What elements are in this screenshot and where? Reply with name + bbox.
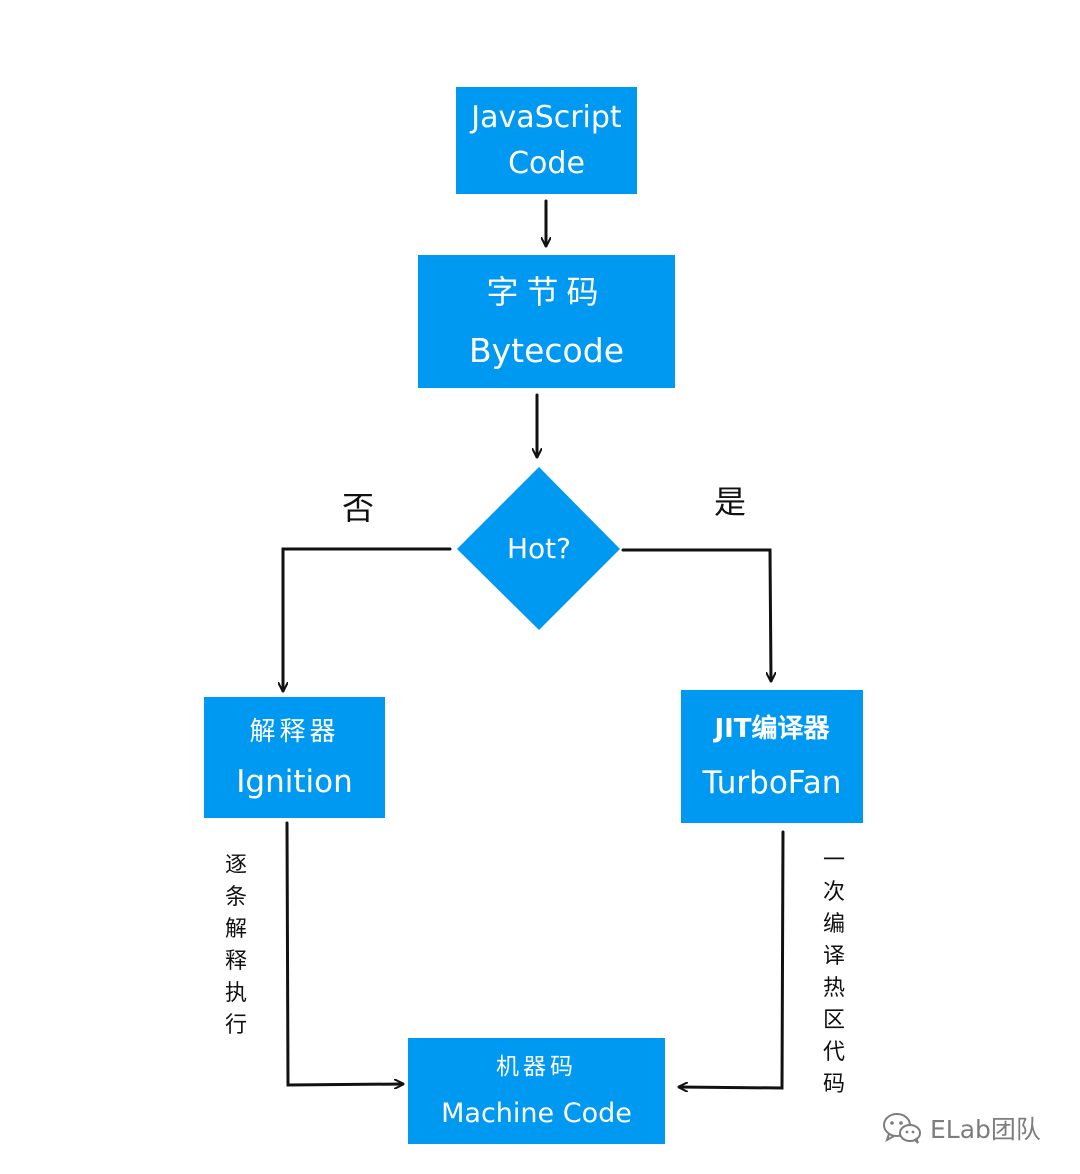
- jit-compiler-zh-label: JIT编译器: [714, 713, 830, 744]
- right-annotation: 一次编译热区代码: [822, 848, 845, 1097]
- left-annotation: 逐条解释执行: [224, 853, 247, 1038]
- machine-code-en-label: Machine Code: [441, 1098, 632, 1129]
- bytecode-zh-label: 字节码: [486, 272, 607, 311]
- bytecode-node: 字节码 Bytecode: [418, 255, 675, 388]
- javascript-code-line1: JavaScript: [471, 99, 622, 135]
- arrow-interpreter-to-machine-code: [285, 821, 405, 1085]
- interpreter-node: 解释器 Ignition: [204, 697, 385, 818]
- decision-label: Hot?: [506, 532, 572, 565]
- yes-branch-label: 是: [714, 483, 747, 521]
- javascript-code-line2: Code: [508, 145, 585, 181]
- bytecode-en-label: Bytecode: [469, 330, 624, 370]
- wechat-icon: [883, 1113, 921, 1144]
- arrow-yes-to-jit: [621, 548, 771, 683]
- machine-code-node: 机器码 Machine Code: [408, 1038, 665, 1144]
- jit-compiler-node: JIT编译器 TurboFan: [681, 690, 863, 823]
- arrow-jit-to-machine-code: [677, 830, 785, 1088]
- interpreter-zh-label: 解释器: [249, 716, 340, 747]
- no-branch-label: 否: [342, 489, 375, 527]
- machine-code-zh-label: 机器码: [496, 1054, 577, 1080]
- javascript-code-node: JavaScript Code: [456, 87, 637, 194]
- interpreter-en-label: Ignition: [236, 763, 353, 800]
- watermark-text: ELab团队: [930, 1115, 1041, 1144]
- arrow-no-to-interpreter: [283, 547, 452, 693]
- decision-diamond: [457, 467, 620, 630]
- jit-compiler-en-label: TurboFan: [702, 764, 842, 801]
- watermark: ELab团队: [882, 1108, 1041, 1148]
